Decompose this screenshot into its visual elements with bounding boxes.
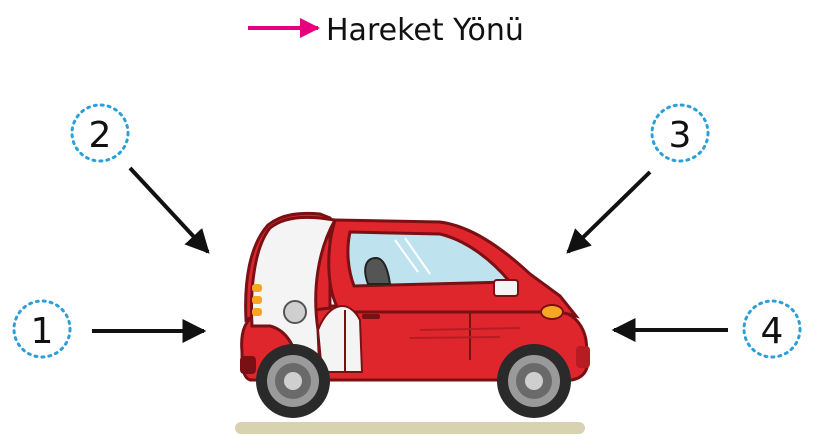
arrow-down-left-icon [566,170,652,254]
marker-3: 3 [566,103,710,254]
marker-1: 1 [12,299,207,359]
ground-shadow [235,422,585,434]
marker-2: 2 [70,103,210,254]
legend: Hareket Yönü [248,13,524,48]
marker-ring [742,299,802,359]
front-wheel [497,344,571,418]
marker-4: 4 [611,299,802,359]
marker-ring [650,103,710,163]
arrow-down-right-icon [128,166,210,254]
legend-label: Hareket Yönü [326,13,524,48]
marker-ring [12,299,72,359]
marker-number: 2 [89,115,112,156]
marker-number: 3 [669,115,692,156]
marker-number: 1 [31,311,54,352]
marker-ring [70,103,130,163]
marker-number: 4 [761,311,784,352]
rear-wheel [256,344,330,418]
car-illustration [240,211,590,418]
